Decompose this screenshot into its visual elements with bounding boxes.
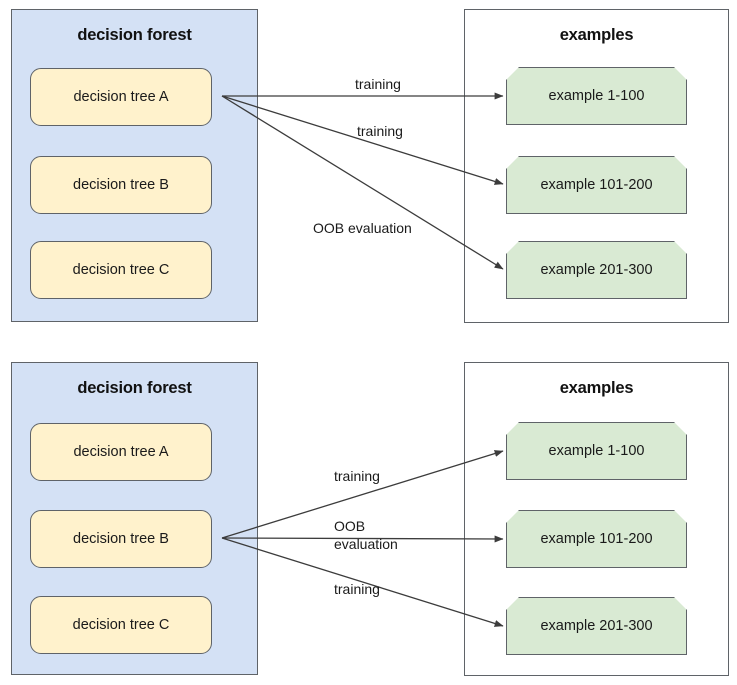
example-node-shape <box>506 156 687 214</box>
examples-panel-top: examples example 1-100 example 101-200 e… <box>464 9 729 323</box>
tree-node-b-bottom[interactable]: decision tree B <box>30 510 212 568</box>
example-node-label: example 201-300 <box>540 262 653 278</box>
edge-label-treeA-example-1-100: training <box>355 77 401 92</box>
example-node-shape <box>506 597 687 655</box>
edge-label-treeB-example-101-200: OOB evaluation <box>334 519 398 551</box>
edge-label-treeB-example-201-300: training <box>334 582 380 597</box>
examples-panel-bottom: examples example 1-100 example 101-200 e… <box>464 362 729 676</box>
tree-node-label: decision tree B <box>73 531 169 547</box>
example-node-201-300-top[interactable]: example 201-300 <box>506 241 687 299</box>
tree-node-a-bottom[interactable]: decision tree A <box>30 423 212 481</box>
edge-label-line: training <box>334 468 380 484</box>
edge-label-treeA-example-101-200: training <box>357 124 403 139</box>
tree-node-label: decision tree C <box>72 617 170 633</box>
example-node-label: example 101-200 <box>540 531 653 547</box>
forest-panel-title-bottom: decision forest <box>77 379 192 397</box>
edge-treeA-to-example-101-200 <box>221 95 504 185</box>
tree-node-label: decision tree A <box>73 89 169 105</box>
example-node-label: example 1-100 <box>548 88 645 104</box>
edge-label-line: OOB evaluation <box>313 220 412 236</box>
examples-panel-title-top: examples <box>559 26 634 44</box>
edge-treeA-to-example-201-300 <box>221 95 504 270</box>
tree-node-a-top[interactable]: decision tree A <box>30 68 212 126</box>
example-node-shape <box>506 422 687 480</box>
example-node-label: example 201-300 <box>540 618 653 634</box>
tree-node-c-top[interactable]: decision tree C <box>30 241 212 299</box>
edge-label-treeB-example-1-100: training <box>334 469 380 484</box>
edge-label-line: training <box>355 76 401 92</box>
edge-label-treeA-example-201-300: OOB evaluation <box>313 221 412 236</box>
example-node-label: example 1-100 <box>548 443 645 459</box>
example-node-201-300-bottom[interactable]: example 201-300 <box>506 597 687 655</box>
tree-node-label: decision tree A <box>73 444 169 460</box>
example-node-shape <box>506 67 687 125</box>
example-node-1-100-top[interactable]: example 1-100 <box>506 67 687 125</box>
example-node-shape <box>506 510 687 568</box>
edge-label-line: training <box>357 123 403 139</box>
edge-label-line: training <box>334 581 380 597</box>
example-node-101-200-bottom[interactable]: example 101-200 <box>506 510 687 568</box>
example-node-101-200-top[interactable]: example 101-200 <box>506 156 687 214</box>
examples-panel-title-bottom: examples <box>559 379 634 397</box>
tree-node-label: decision tree C <box>72 262 170 278</box>
example-node-label: example 101-200 <box>540 177 653 193</box>
forest-panel-title-top: decision forest <box>77 26 192 44</box>
tree-node-label: decision tree B <box>73 177 169 193</box>
tree-node-b-top[interactable]: decision tree B <box>30 156 212 214</box>
edge-label-line: evaluation <box>334 535 398 552</box>
tree-node-c-bottom[interactable]: decision tree C <box>30 596 212 654</box>
edge-label-line: OOB <box>334 518 366 534</box>
example-node-shape <box>506 241 687 299</box>
example-node-1-100-bottom[interactable]: example 1-100 <box>506 422 687 480</box>
